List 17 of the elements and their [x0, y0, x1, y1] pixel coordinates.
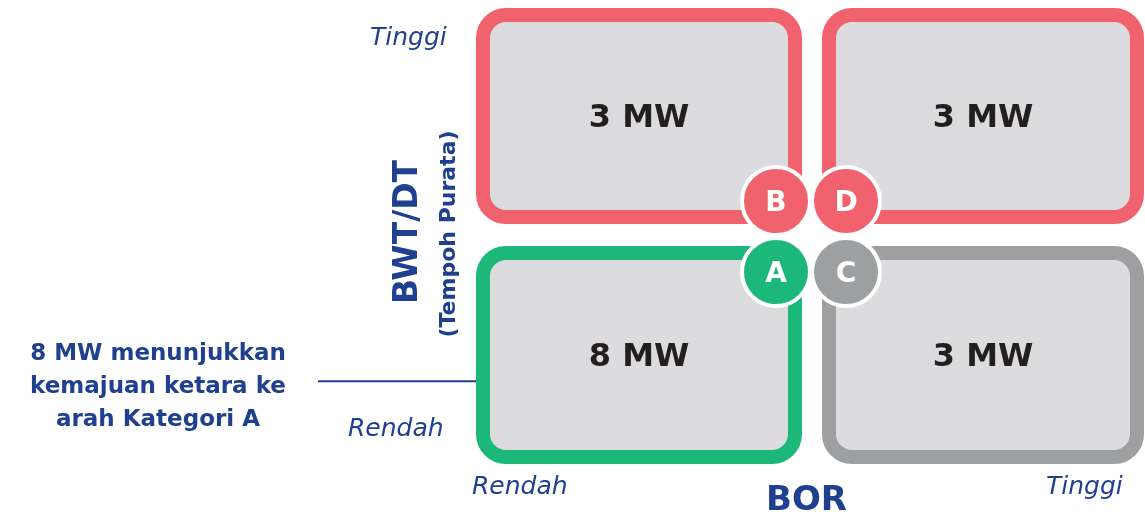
quadrant-box — [476, 246, 802, 464]
axis-label: Rendah — [472, 471, 568, 500]
quadrant-box — [822, 8, 1144, 224]
axis-label: Rendah — [348, 413, 444, 442]
value-label: 3 MW — [932, 97, 1034, 135]
axis-subtitle: (Tempoh Purata) — [434, 130, 460, 338]
value-label: 3 MW — [932, 336, 1034, 374]
value-label: 8 MW — [588, 336, 690, 374]
axis-title: BOR — [766, 478, 847, 518]
annotation-text: 8 MW menunjukkan kemajuan ketara ke arah Kategori A — [8, 336, 308, 435]
leader-line — [317, 380, 477, 383]
axis-label: Tinggi — [370, 22, 447, 51]
value-label: 3 MW — [588, 97, 690, 135]
quadrant-box — [476, 8, 802, 224]
quadrant-box — [822, 246, 1144, 464]
axis-title: BWT/DT — [385, 159, 425, 305]
axis-label: Tinggi — [1046, 471, 1123, 500]
